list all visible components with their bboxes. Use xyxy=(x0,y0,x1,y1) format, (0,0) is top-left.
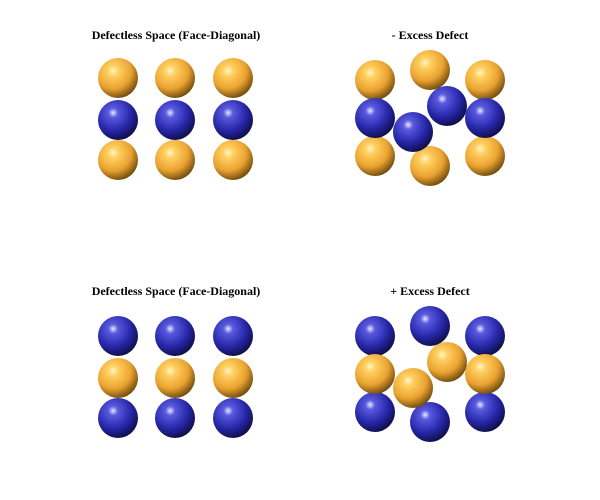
gold-sphere xyxy=(465,354,505,394)
gold-sphere xyxy=(213,358,253,398)
blue-sphere xyxy=(410,402,450,442)
blue-sphere xyxy=(155,316,195,356)
blue-sphere xyxy=(155,398,195,438)
gold-sphere xyxy=(155,358,195,398)
gold-sphere xyxy=(98,358,138,398)
panel-title-defectless-2: Defectless Space (Face-Diagonal) xyxy=(91,284,261,298)
gold-sphere xyxy=(355,354,395,394)
gold-sphere xyxy=(155,58,195,98)
gold-sphere xyxy=(213,58,253,98)
gold-sphere xyxy=(98,140,138,180)
gold-sphere xyxy=(465,136,505,176)
gold-sphere xyxy=(355,136,395,176)
gold-sphere xyxy=(355,60,395,100)
panel-title-defectless-1: Defectless Space (Face-Diagonal) xyxy=(91,28,261,42)
panel-title-plus-defect: + Excess Defect xyxy=(390,284,470,298)
blue-sphere xyxy=(98,398,138,438)
blue-sphere xyxy=(213,316,253,356)
defect-gold-sphere xyxy=(427,342,467,382)
blue-sphere xyxy=(155,100,195,140)
blue-sphere xyxy=(355,392,395,432)
gold-sphere xyxy=(410,50,450,90)
gold-sphere xyxy=(155,140,195,180)
blue-sphere xyxy=(355,98,395,138)
gold-sphere xyxy=(213,140,253,180)
gold-sphere xyxy=(98,58,138,98)
blue-sphere xyxy=(355,316,395,356)
blue-sphere xyxy=(213,100,253,140)
defect-blue-sphere xyxy=(427,86,467,126)
blue-sphere xyxy=(410,306,450,346)
blue-sphere xyxy=(465,392,505,432)
sphere-group xyxy=(98,50,505,442)
gold-sphere xyxy=(465,60,505,100)
blue-sphere xyxy=(98,316,138,356)
blue-sphere xyxy=(213,398,253,438)
blue-sphere xyxy=(98,100,138,140)
gold-sphere xyxy=(410,146,450,186)
blue-sphere xyxy=(465,98,505,138)
blue-sphere xyxy=(465,316,505,356)
panel-title-minus-defect: - Excess Defect xyxy=(391,28,469,42)
defect-gold-sphere xyxy=(393,368,433,408)
defect-blue-sphere xyxy=(393,112,433,152)
